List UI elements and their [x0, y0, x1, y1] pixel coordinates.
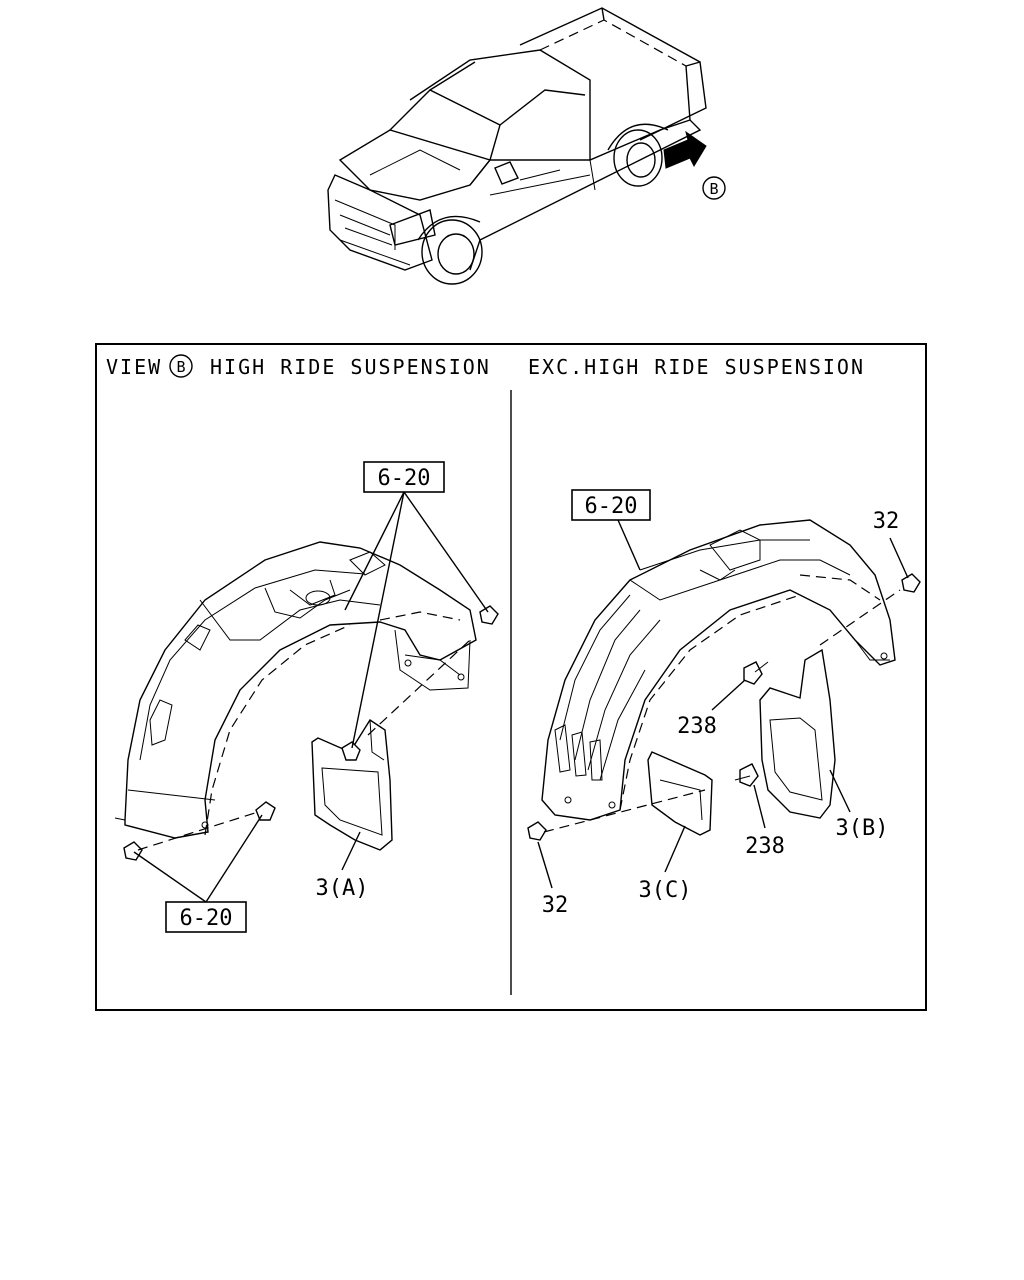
clip-icon — [901, 573, 921, 593]
left-liner-drawing — [114, 541, 477, 839]
bolt-icon — [341, 741, 361, 761]
view-frame — [95, 343, 927, 1011]
header-marker-circle — [169, 354, 193, 378]
header-marker-label: B — [176, 358, 185, 376]
ref-box-bottom — [165, 901, 247, 933]
part-label-3b: 3(B) — [836, 816, 889, 841]
ref-label-right: 6-20 — [585, 494, 638, 519]
view-header: VIEW B HIGH RIDE SUSPENSION EXC.HIGH RID… — [106, 354, 865, 379]
part-label-238-lower: 238 — [745, 834, 785, 859]
view-arrow-icon — [663, 130, 707, 169]
right-mud-flap-c-drawing — [647, 751, 713, 836]
left-panel-title: HIGH RIDE SUSPENSION — [210, 355, 491, 379]
view-marker-label: B — [709, 180, 718, 198]
clip-icon — [527, 821, 547, 841]
left-callouts: 6-20 6-20 3(A) — [133, 461, 489, 933]
clip-icon — [123, 841, 143, 861]
right-callouts: 6-20 32 238 238 3(B) 3(C) 32 — [537, 489, 909, 918]
bolt-icon — [255, 801, 276, 821]
view-prefix: VIEW — [106, 355, 162, 379]
part-label-32-top: 32 — [873, 509, 900, 534]
part-label-3a: 3(A) — [316, 876, 369, 901]
right-liner-drawing — [541, 519, 896, 821]
part-label-3c: 3(C) — [639, 878, 692, 903]
bolt-icon — [739, 763, 759, 787]
bolt-icon — [743, 661, 763, 685]
clip-icon — [479, 605, 499, 625]
part-label-238-upper: 238 — [677, 714, 717, 739]
ref-label-bottom: 6-20 — [180, 906, 233, 931]
part-label-32-bottom: 32 — [542, 893, 569, 918]
ref-box-top — [363, 461, 445, 493]
ref-label-top: 6-20 — [378, 466, 431, 491]
left-mud-flap-drawing — [311, 719, 393, 851]
right-panel-title: EXC.HIGH RIDE SUSPENSION — [528, 355, 865, 379]
truck-illustration: B — [327, 7, 726, 285]
right-mud-flap-b-drawing — [759, 648, 836, 819]
ref-box-right — [571, 489, 651, 521]
right-fasteners — [527, 573, 921, 841]
view-marker-circle — [702, 176, 726, 200]
